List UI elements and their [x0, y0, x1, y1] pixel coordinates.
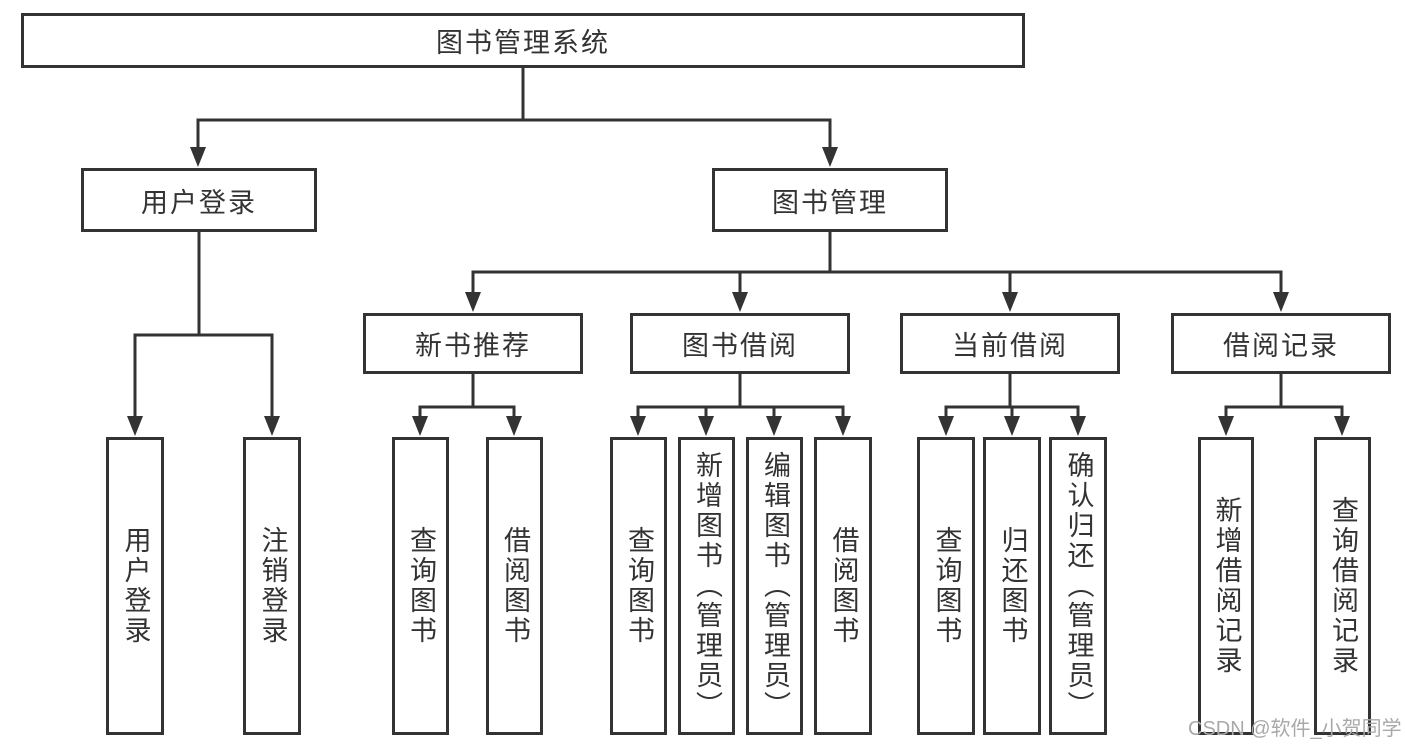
- node-current-borrow: 当前借阅: [900, 313, 1120, 374]
- leaf-query-book-current: 查询图书: [917, 437, 975, 735]
- node-root-library-system: 图书管理系统: [21, 13, 1025, 68]
- node-book-management: 图书管理: [712, 168, 948, 232]
- leaf-query-book-recommend: 查询图书: [392, 437, 449, 735]
- leaf-confirm-return-admin-label: 确认归还（管理员）: [1063, 451, 1094, 721]
- leaf-add-book-admin: 新增图书（管理员）: [678, 437, 735, 735]
- node-root-label: 图书管理系统: [436, 28, 610, 58]
- node-book-management-label: 图书管理: [772, 187, 888, 218]
- leaf-borrow-book-recommend-label: 借阅图书: [500, 526, 530, 646]
- leaf-query-book-recommend-label: 查询图书: [406, 526, 436, 646]
- leaf-query-book-current-label: 查询图书: [931, 526, 962, 646]
- arrowheads: [127, 147, 1350, 436]
- leaf-add-borrow-record-label: 新增借阅记录: [1211, 496, 1242, 676]
- node-new-book-recommend-label: 新书推荐: [415, 331, 531, 361]
- csdn-watermark: CSDN @软件_小贺同学: [1188, 718, 1402, 740]
- leaf-borrow-book-recommend: 借阅图书: [486, 437, 543, 735]
- leaf-user-login-label: 用户登录: [120, 526, 151, 646]
- node-user-login-label: 用户登录: [141, 187, 257, 218]
- node-user-login: 用户登录: [81, 168, 317, 232]
- node-book-borrow-label: 图书借阅: [682, 331, 798, 361]
- leaf-add-borrow-record: 新增借阅记录: [1198, 437, 1254, 735]
- leaf-query-borrow-record-label: 查询借阅记录: [1328, 496, 1358, 676]
- leaf-edit-book-admin-label: 编辑图书（管理员）: [760, 451, 790, 721]
- leaf-query-book-borrow: 查询图书: [610, 437, 667, 735]
- leaf-query-borrow-record: 查询借阅记录: [1314, 437, 1371, 735]
- leaf-logout-label: 注销登录: [257, 526, 288, 646]
- leaf-user-login: 用户登录: [106, 437, 164, 735]
- leaf-query-book-borrow-label: 查询图书: [624, 526, 654, 646]
- node-new-book-recommend: 新书推荐: [363, 313, 583, 374]
- leaf-logout: 注销登录: [243, 437, 301, 735]
- leaf-return-book-label: 归还图书: [997, 526, 1028, 646]
- leaf-borrow-book: 借阅图书: [814, 437, 872, 735]
- node-borrow-record-label: 借阅记录: [1223, 331, 1339, 361]
- leaf-borrow-book-label: 借阅图书: [828, 526, 859, 646]
- leaf-edit-book-admin: 编辑图书（管理员）: [746, 437, 803, 735]
- leaf-confirm-return-admin: 确认归还（管理员）: [1049, 437, 1107, 735]
- leaf-add-book-admin-label: 新增图书（管理员）: [692, 451, 722, 721]
- node-borrow-record: 借阅记录: [1171, 313, 1391, 374]
- node-current-borrow-label: 当前借阅: [952, 331, 1068, 361]
- leaf-return-book: 归还图书: [983, 437, 1041, 735]
- node-book-borrow: 图书借阅: [630, 313, 850, 374]
